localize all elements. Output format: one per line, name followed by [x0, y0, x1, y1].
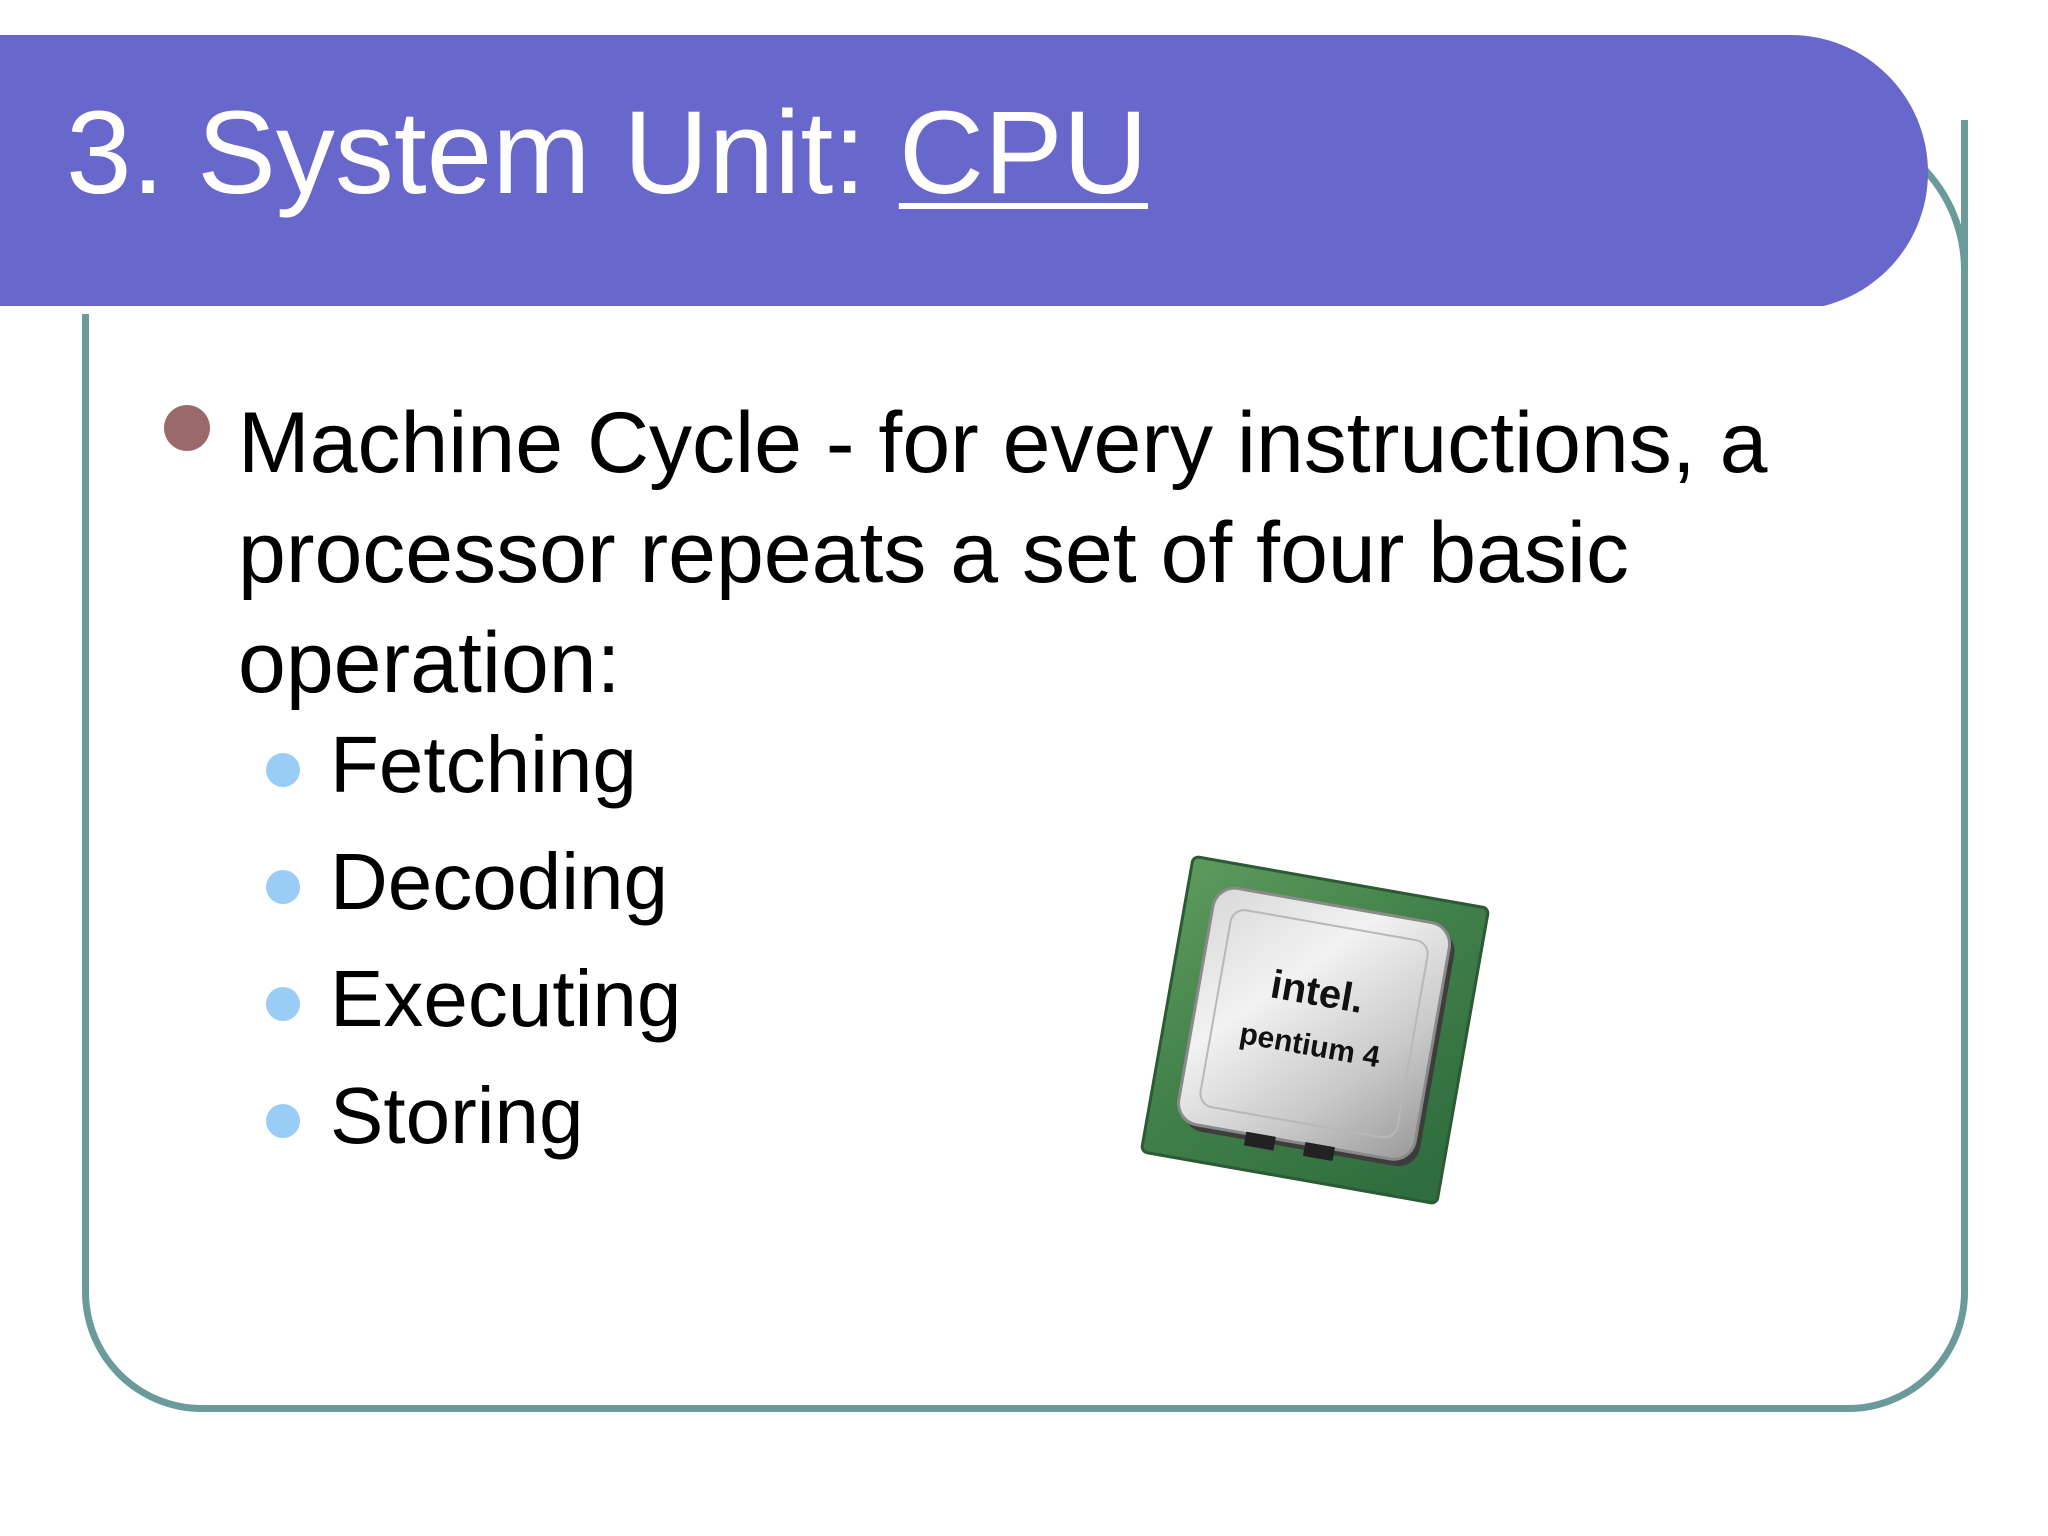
- cpu-lid-inner: [1199, 909, 1429, 1139]
- sub-bullet-icon: [266, 987, 300, 1021]
- sub-bullet-label: Executing: [330, 954, 682, 1043]
- sub-bullet-item: Fetching: [266, 725, 681, 842]
- sub-bullet-icon: [266, 870, 300, 904]
- title-divider: [0, 306, 1826, 314]
- cpu-chip-image: intel. pentium 4: [1140, 855, 1490, 1205]
- title-bar: [0, 35, 1928, 314]
- sub-bullet-item: Storing: [266, 1076, 681, 1193]
- slide-title: 3. System Unit: CPU: [66, 94, 1148, 212]
- sub-bullet-label: Fetching: [330, 720, 637, 809]
- sub-bullet-label: Storing: [330, 1071, 584, 1160]
- cpu-notch-left: [1243, 1131, 1276, 1151]
- cpu-lid: [1177, 886, 1452, 1161]
- sub-bullet-label: Decoding: [330, 837, 669, 926]
- sub-bullet-icon: [266, 1104, 300, 1138]
- sub-bullet-item: Decoding: [266, 842, 681, 959]
- slide-content-frame: [82, 120, 1968, 1412]
- main-bullet-text: Machine Cycle - for every instructions, …: [238, 395, 1768, 711]
- sub-bullet-item: Executing: [266, 959, 681, 1076]
- sub-bullet-icon: [266, 753, 300, 787]
- cpu-notch-right: [1302, 1142, 1335, 1162]
- sub-bullet-list: Fetching Decoding Executing Storing: [266, 725, 681, 1193]
- title-prefix: 3. System Unit:: [66, 87, 899, 219]
- main-bullet-icon: [164, 405, 210, 451]
- title-cpu-link[interactable]: CPU: [898, 87, 1148, 219]
